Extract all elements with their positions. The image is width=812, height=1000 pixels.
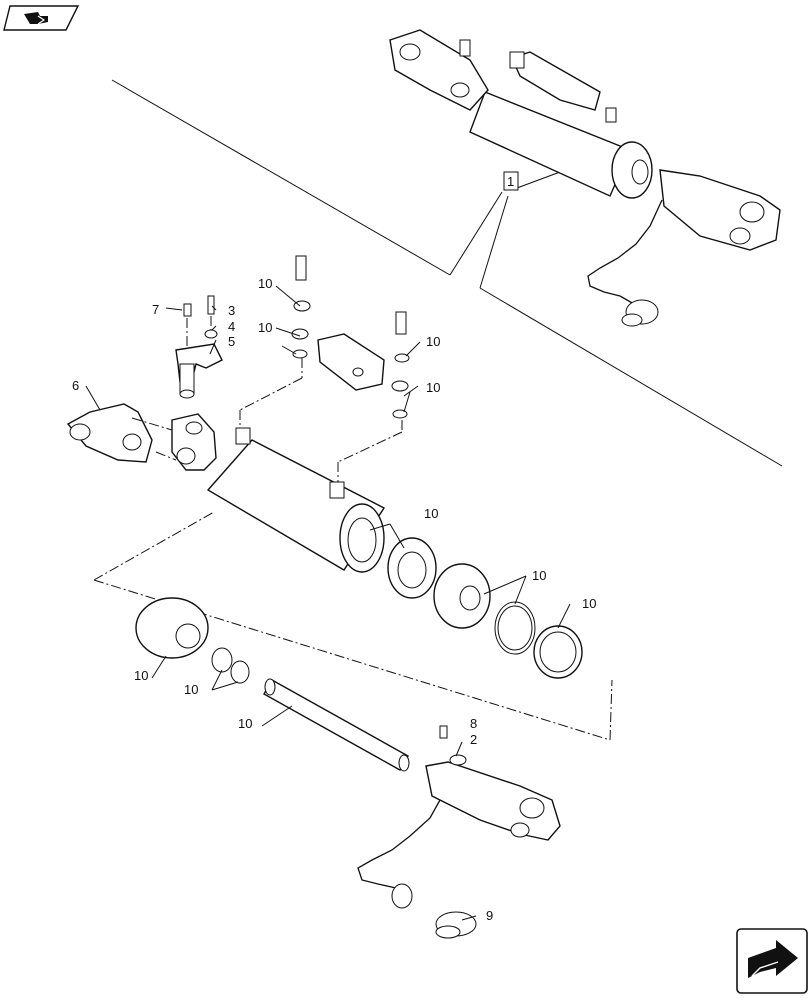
rod-end-link-part [357,725,561,939]
callout-10-c: 10 [426,334,440,349]
callout-10-g: 10 [582,596,596,611]
assembled-cylinder [389,29,781,327]
callout-10-a: 10 [258,276,272,291]
callout-10-f: 10 [532,568,546,583]
callout-6: 6 [72,378,79,393]
valve-block-part [239,255,410,482]
callout-8: 8 [470,716,477,731]
callout-box-1 [503,171,519,191]
leader-lines [85,285,571,921]
pivot-pin-part [175,295,223,399]
seal-parts [135,537,583,684]
callout-1: 1 [507,174,514,189]
callout-7: 7 [152,302,159,317]
piston-rod-part [263,678,410,772]
callout-10-b: 10 [258,320,272,335]
callout-2: 2 [470,732,477,747]
callout-10-e: 10 [424,506,438,521]
forward-arrow-icon[interactable] [736,928,808,994]
callout-10-d: 10 [426,380,440,395]
clevis-part [66,403,153,463]
assembly-outline [111,79,783,467]
callout-4: 4 [228,319,235,334]
callout-10-h: 10 [134,668,148,683]
back-arrow-icon[interactable] [3,5,80,31]
callout-10-i: 10 [184,682,198,697]
callout-9: 9 [486,908,493,923]
callout-5: 5 [228,334,235,349]
cylinder-barrel [171,413,386,573]
callout-10-j: 10 [238,716,252,731]
callout-3: 3 [228,303,235,318]
